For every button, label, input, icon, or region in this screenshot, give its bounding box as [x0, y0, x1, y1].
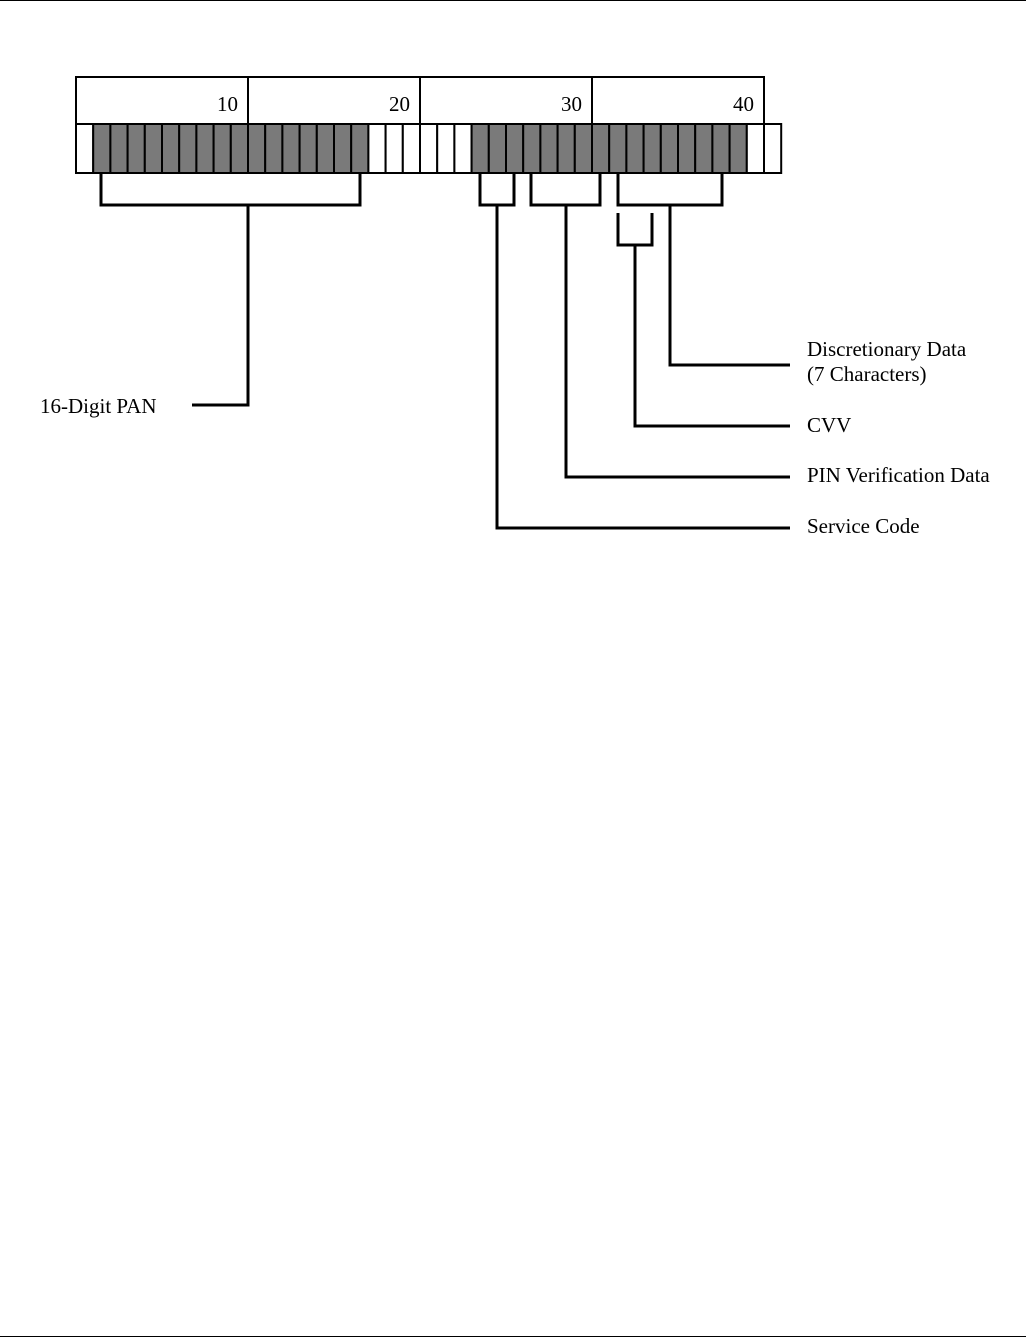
pin-label: PIN Verification Data [807, 463, 990, 487]
track-cell-data [625, 123, 645, 174]
pan-label: 16-Digit PAN [40, 394, 157, 418]
track-cell-data [556, 123, 576, 174]
cvv-leader [633, 245, 790, 428]
track-cell-data [487, 123, 507, 174]
track-cell-data [333, 123, 353, 174]
track-cell-data [281, 123, 301, 174]
pin-bracket [529, 174, 602, 207]
cvv-label: CVV [807, 413, 851, 437]
pan-bracket [99, 174, 362, 207]
ruler-label-40: 40 [733, 92, 754, 116]
track-cell-data [264, 123, 284, 174]
track-cell-empty [763, 123, 783, 174]
track-cell-data [728, 123, 748, 174]
track-cells [75, 123, 783, 174]
position-ruler: 10 20 30 40 [75, 76, 765, 125]
service-code-label: Service Code [807, 514, 920, 538]
track-cell-data [573, 123, 593, 174]
track-cell-data [659, 123, 679, 174]
discretionary-label-line1: Discretionary Data [807, 337, 967, 361]
track-cell-data [298, 123, 318, 174]
track-cell-data [677, 123, 697, 174]
track-cell-data [161, 123, 181, 174]
leader-lines [192, 205, 790, 530]
track-cell-empty [419, 123, 439, 174]
track-cell-data [229, 123, 250, 174]
track-cell-empty [453, 123, 473, 174]
pan-leader [192, 205, 250, 407]
track-cell-empty [367, 123, 387, 174]
track-cell-data [350, 123, 370, 174]
track-cell-data [92, 123, 112, 174]
top-rule [0, 0, 1026, 1]
bottom-rule [0, 1336, 1026, 1337]
track-cell-data [126, 123, 146, 174]
discretionary-label-line2: (7 Characters) [807, 362, 927, 386]
track-cell-data [212, 123, 232, 174]
service-code-bracket [478, 174, 516, 207]
ruler-label-10: 10 [217, 92, 238, 116]
service-code-leader [495, 205, 790, 530]
discretionary-leader [668, 205, 790, 367]
track-cell-data [247, 123, 267, 174]
track-cell-data [522, 123, 542, 174]
track-cell-empty [745, 123, 765, 174]
pin-leader [564, 205, 790, 479]
cvv-bracket [616, 213, 654, 247]
track-cell-data [711, 123, 731, 174]
track-cell-data [505, 123, 525, 174]
track-cell-empty [401, 123, 421, 174]
discretionary-bracket [616, 174, 724, 207]
ruler-label-20: 20 [389, 92, 410, 116]
track-cell-empty [75, 123, 95, 174]
track-cell-data [591, 123, 611, 174]
track-cell-data [195, 123, 215, 174]
track-cell-data [470, 123, 490, 174]
track-cell-data [642, 123, 662, 174]
ruler-label-30: 30 [561, 92, 582, 116]
track-cell-data [143, 123, 164, 174]
track-cell-data [178, 123, 198, 174]
track-cell-data [608, 123, 628, 174]
track-cell-data [694, 123, 714, 174]
field-brackets [99, 174, 724, 247]
track-cell-data [315, 123, 335, 174]
track-cell-data [109, 123, 129, 174]
track-cell-empty [436, 123, 456, 174]
track-cell-data [539, 123, 559, 174]
field-labels: 16-Digit PAN Discretionary Data (7 Chara… [40, 337, 990, 538]
track-cell-empty [384, 123, 404, 174]
